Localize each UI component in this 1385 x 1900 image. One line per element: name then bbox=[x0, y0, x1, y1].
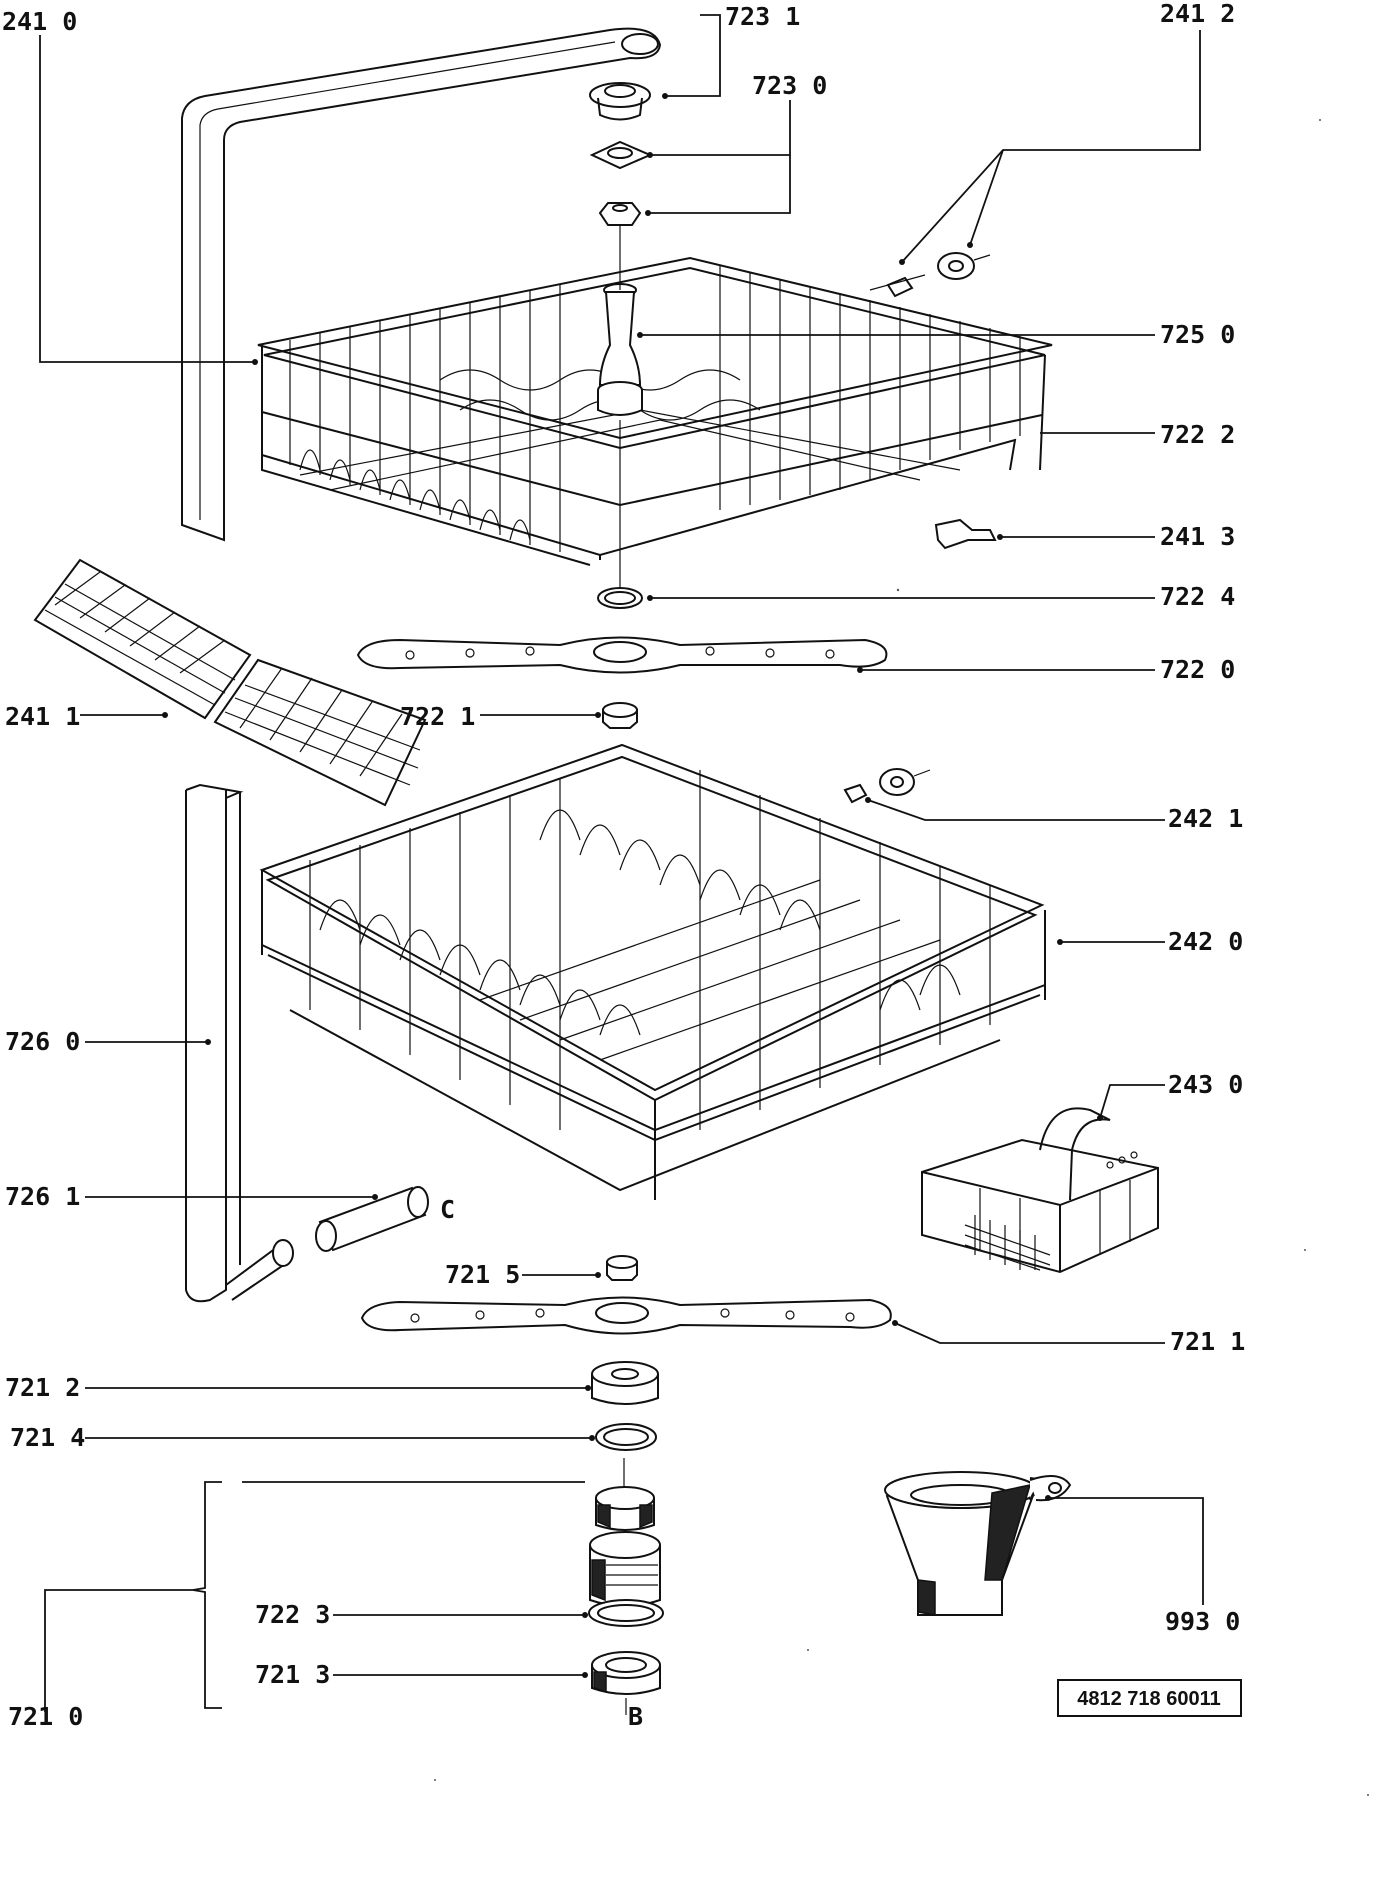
lower-basket bbox=[259, 743, 1046, 1200]
label-7230: 723 0 bbox=[752, 71, 827, 100]
supply-pipe-7260 bbox=[185, 783, 294, 1303]
lower-spray-arm bbox=[360, 1296, 892, 1335]
nut-7215 bbox=[606, 1255, 638, 1281]
clip-part-2413 bbox=[934, 518, 997, 550]
label-7210: 721 0 bbox=[8, 1702, 83, 1731]
leader-lines bbox=[39, 14, 1204, 1712]
upper-spray-tube bbox=[597, 225, 643, 590]
funnel-9930 bbox=[884, 1471, 1072, 1616]
label-2411: 241 1 bbox=[5, 702, 80, 731]
spray-head-stack bbox=[589, 82, 653, 226]
scan-specks bbox=[434, 119, 1369, 1796]
clip-parts-2412 bbox=[869, 252, 991, 298]
cutlery-basket-2430 bbox=[921, 1107, 1159, 1274]
tube-7261 bbox=[315, 1186, 429, 1252]
label-7221: 722 1 bbox=[400, 702, 475, 731]
label-7261: 726 1 bbox=[5, 1182, 80, 1211]
label-7212: 721 2 bbox=[5, 1373, 80, 1402]
label-2430: 243 0 bbox=[1168, 1070, 1243, 1099]
label-7231: 723 1 bbox=[725, 2, 800, 31]
cutlery-grid-2411 bbox=[33, 558, 427, 807]
drawing-code-box: 4812 718 60011 bbox=[1057, 1679, 1242, 1717]
wheel-2421 bbox=[843, 768, 931, 804]
label-7220: 722 0 bbox=[1160, 655, 1235, 684]
label-7224: 722 4 bbox=[1160, 582, 1235, 611]
part-labels: 241 0 723 1 723 0 241 2 725 0 722 2 241 … bbox=[2, 0, 1245, 1731]
label-7211: 721 1 bbox=[1170, 1327, 1245, 1356]
label-7250: 725 0 bbox=[1160, 320, 1235, 349]
label-7214: 721 4 bbox=[10, 1423, 85, 1452]
upper-spray-arm bbox=[356, 636, 888, 674]
ring-7223 bbox=[588, 1599, 664, 1627]
bushing-7212 bbox=[591, 1361, 659, 1405]
label-2420: 242 0 bbox=[1168, 927, 1243, 956]
label-9930: 993 0 bbox=[1165, 1607, 1240, 1636]
label-2412: 241 2 bbox=[1160, 0, 1235, 28]
ring-7224 bbox=[597, 587, 643, 609]
label-7215: 721 5 bbox=[445, 1260, 520, 1289]
hub-assembly-7210 bbox=[589, 1458, 661, 1607]
label-7260: 726 0 bbox=[5, 1027, 80, 1056]
label-7222: 722 2 bbox=[1160, 420, 1235, 449]
nut-7213 bbox=[591, 1651, 661, 1715]
ring-7214 bbox=[595, 1423, 657, 1451]
upper-basket bbox=[257, 256, 1053, 566]
label-2410: 241 0 bbox=[2, 7, 77, 36]
upper-spray-pipe bbox=[181, 27, 662, 542]
label-2421: 242 1 bbox=[1168, 804, 1243, 833]
drawing-code: 4812 718 60011 bbox=[1077, 1688, 1221, 1710]
label-2413: 241 3 bbox=[1160, 522, 1235, 551]
label-c: C bbox=[440, 1195, 455, 1224]
label-b: B bbox=[628, 1702, 643, 1731]
label-7213: 721 3 bbox=[255, 1660, 330, 1689]
label-7223: 722 3 bbox=[255, 1600, 330, 1629]
nut-7221 bbox=[602, 702, 638, 729]
